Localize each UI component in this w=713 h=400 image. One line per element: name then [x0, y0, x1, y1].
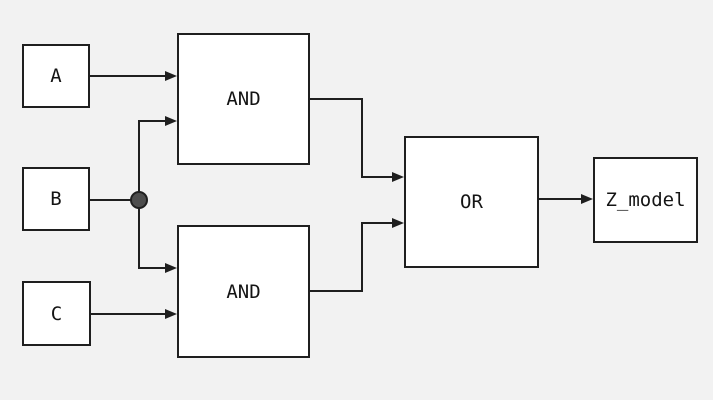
node-and-gate-top: AND: [177, 33, 310, 165]
wire-and1-to-or: [310, 98, 392, 178]
node-label: C: [50, 302, 63, 325]
arrowhead-icon: [165, 263, 177, 273]
node-label: OR: [460, 191, 483, 213]
node-label: AND: [226, 88, 261, 110]
wire-junction-to-and2: [138, 200, 166, 269]
node-input-b: B: [22, 167, 90, 231]
node-and-gate-bottom: AND: [177, 225, 310, 358]
node-label: A: [50, 65, 62, 87]
arrowhead-icon: [392, 172, 404, 182]
arrowhead-icon: [165, 71, 177, 81]
node-input-c: C: [22, 281, 91, 346]
wire-and2-to-or: [310, 222, 392, 292]
arrowhead-icon: [165, 116, 177, 126]
arrowhead-icon: [581, 194, 593, 204]
wire-junction-to-and1: [138, 120, 166, 200]
arrowhead-icon: [392, 218, 404, 228]
node-output-z-model: Z_model: [593, 157, 698, 243]
arrowhead-icon: [165, 309, 177, 319]
node-input-a: A: [22, 44, 90, 108]
node-label: Z_model: [605, 189, 686, 211]
junction-dot: [130, 191, 148, 209]
node-or-gate: OR: [404, 136, 539, 268]
node-label: B: [50, 188, 62, 210]
node-label: AND: [226, 280, 261, 303]
